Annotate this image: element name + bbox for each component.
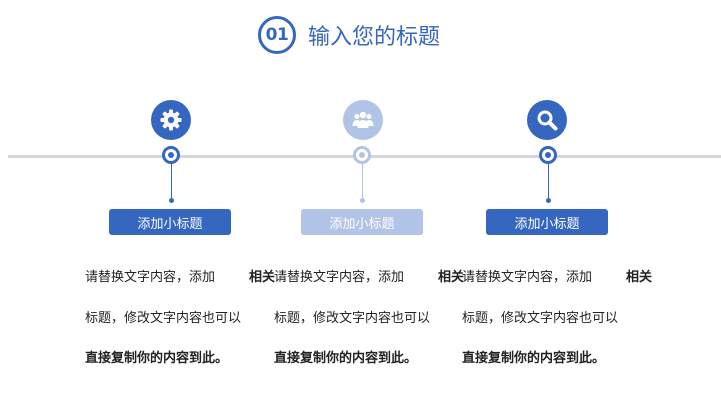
body-text-line-1: 请替换文字内容，添加相关: [462, 270, 652, 285]
search-icon: [527, 100, 567, 140]
connector-dot: [169, 198, 174, 203]
body-text-line-2: 标题，修改文字内容也可以: [85, 311, 242, 326]
connector-dot: [546, 198, 551, 203]
timeline-column-1: 添加小标题 请替换文字内容，添加相关 标题，修改文字内容也可以 直接复制你的内容…: [85, 0, 275, 405]
timeline-node: [539, 146, 557, 164]
body-text-line-3: 直接复制你的内容到此。: [274, 351, 418, 366]
body-text-line-1: 请替换文字内容，添加相关: [274, 270, 464, 285]
subtitle-button-2[interactable]: 添加小标题: [301, 209, 423, 235]
group-icon: [343, 100, 383, 140]
connector-line: [548, 164, 549, 200]
timeline-node: [162, 146, 180, 164]
body-text-line-3: 直接复制你的内容到此。: [462, 351, 606, 366]
page-title: 输入您的标题: [308, 25, 441, 50]
timeline-column-2: 添加小标题 请替换文字内容，添加相关 标题，修改文字内容也可以 直接复制你的内容…: [274, 0, 464, 405]
connector-dot: [360, 198, 365, 203]
body-text-line-3: 直接复制你的内容到此。: [85, 351, 229, 366]
body-text-line-2: 标题，修改文字内容也可以: [462, 311, 619, 326]
connector-line: [362, 164, 363, 200]
subtitle-button-1[interactable]: 添加小标题: [109, 209, 231, 235]
body-text-line-2: 标题，修改文字内容也可以: [274, 311, 431, 326]
page-header: 01 输入您的标题: [258, 14, 440, 56]
connector-line: [171, 164, 172, 200]
timeline-column-3: 添加小标题 请替换文字内容，添加相关 标题，修改文字内容也可以 直接复制你的内容…: [462, 0, 652, 405]
section-number-badge: 01: [258, 16, 296, 54]
gear-icon: [151, 100, 191, 140]
timeline-node: [353, 146, 371, 164]
subtitle-button-3[interactable]: 添加小标题: [486, 209, 608, 235]
body-text-line-1: 请替换文字内容，添加相关: [85, 270, 275, 285]
